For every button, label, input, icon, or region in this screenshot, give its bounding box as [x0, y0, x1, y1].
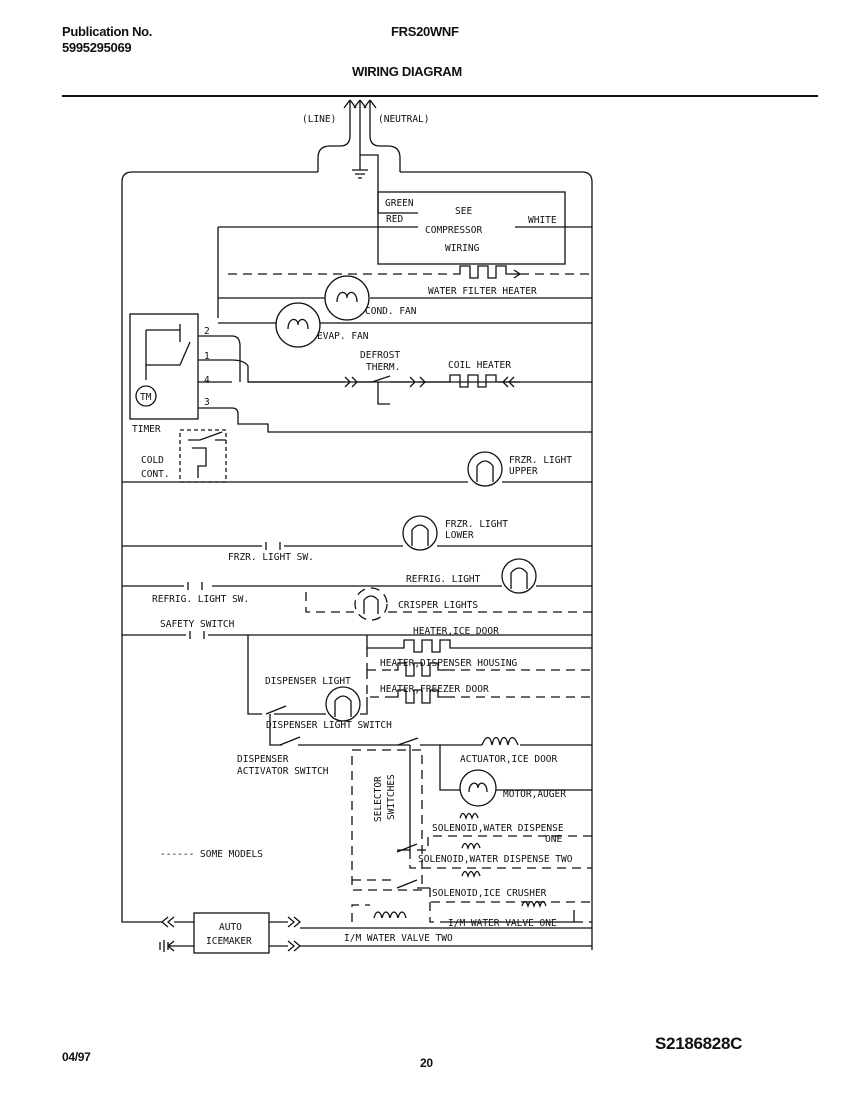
- im-water-valve-one-coil: [521, 900, 547, 909]
- water-filter-heater-coil: [455, 265, 520, 279]
- label-selector: SELECTOR: [373, 776, 384, 822]
- label-coil-heater: COIL HEATER: [448, 360, 511, 371]
- header-rule: [62, 95, 818, 97]
- label-line: (LINE): [302, 114, 336, 125]
- label-frzr-light-upper-2: UPPER: [509, 466, 538, 477]
- auto-icemaker: [159, 912, 302, 954]
- dispenser-light-switch: [265, 705, 287, 715]
- label-actuator-ice-door: ACTUATOR,ICE DOOR: [460, 754, 558, 765]
- heater-dispenser-housing-wire: [366, 648, 592, 671]
- heater-ice-door: [366, 635, 592, 653]
- page-number: 20: [420, 1056, 433, 1070]
- timer-terminal-1: 1: [204, 351, 210, 362]
- label-heater-dispenser-housing: HEATER,DISPENSER HOUSING: [380, 658, 518, 669]
- label-solenoid-ice-crusher: SOLENOID,ICE CRUSHER: [432, 888, 547, 899]
- timer-terminal-3: 3: [204, 397, 210, 408]
- label-activator-switch: ACTIVATOR SWITCH: [237, 766, 329, 777]
- label-switches: SWITCHES: [386, 774, 397, 820]
- label-refrig-light-sw: REFRIG. LIGHT SW.: [152, 594, 249, 605]
- label-heater-ice-door: HEATER,ICE DOOR: [413, 626, 499, 637]
- compressor-box: [217, 191, 592, 318]
- model-number: FRS20WNF: [391, 24, 459, 39]
- im-water-valve-two-coil: [373, 911, 407, 919]
- refrig-light-switch: [187, 582, 203, 590]
- label-water-filter-heater: WATER FILTER HEATER: [428, 286, 537, 297]
- solenoid-water-dispense-one: [459, 812, 479, 821]
- evap-fan-motor: [275, 302, 321, 348]
- timer-motor-label: TM: [140, 392, 152, 403]
- actuator-ice-door-coil: [481, 736, 519, 746]
- frzr-light-switch: [122, 542, 290, 550]
- cold-control: [179, 429, 227, 483]
- label-therm: THERM.: [366, 362, 400, 373]
- drawing-code: S2186828C: [655, 1034, 743, 1053]
- label-icemaker: ICEMAKER: [206, 936, 252, 947]
- line-bus: [121, 171, 318, 923]
- defrost-timer: [129, 313, 592, 433]
- label-red: RED: [386, 214, 403, 225]
- neutral-bus: [400, 171, 593, 950]
- heater-freezer-door-wire: [366, 670, 592, 698]
- label-frzr-light-lower-1: FRZR. LIGHT: [445, 519, 508, 530]
- label-green: GREEN: [385, 198, 414, 209]
- label-solenoid-water-dispense-one-1: SOLENOID,WATER DISPENSE: [432, 823, 564, 834]
- refrig-light-bulb: [501, 558, 537, 594]
- label-frzr-light-lower-2: LOWER: [445, 530, 474, 541]
- label-white: WHITE: [528, 215, 557, 226]
- label-some-models: ------ SOME MODELS: [160, 849, 263, 860]
- publication-label: Publication No.: [62, 24, 153, 39]
- frzr-light-upper-bulb: [467, 451, 503, 487]
- label-neutral: (NEUTRAL): [378, 114, 429, 125]
- frzr-light-lower-bulb: [402, 515, 438, 551]
- label-timer: TIMER: [132, 424, 161, 435]
- label-compressor: COMPRESSOR: [425, 225, 482, 236]
- label-solenoid-water-dispense-one-2: ONE: [545, 834, 562, 845]
- label-evap-fan: EVAP. FAN: [317, 331, 369, 342]
- footer-date: 04/97: [62, 1050, 91, 1064]
- dispenser-light-bulb: [325, 686, 361, 722]
- label-refrig-light: REFRIG. LIGHT: [406, 574, 481, 585]
- label-motor-auger: MOTOR,AUGER: [503, 789, 566, 800]
- timer-terminal-4: 4: [204, 375, 210, 386]
- label-frzr-light-sw: FRZR. LIGHT SW.: [228, 552, 314, 563]
- label-dispenser-light: DISPENSER LIGHT: [265, 676, 351, 687]
- solenoid-water-dispense-two: [461, 842, 481, 851]
- publication-number: 5995295069: [62, 40, 132, 55]
- label-defrost: DEFROST: [360, 350, 400, 361]
- label-frzr-light-upper-1: FRZR. LIGHT: [509, 455, 572, 466]
- timer-terminal-2: 2: [204, 326, 210, 337]
- label-cold: COLD: [141, 455, 164, 466]
- label-im-water-valve-two: I/M WATER VALVE TWO: [344, 933, 453, 944]
- label-crisper-lights: CRISPER LIGHTS: [398, 600, 478, 611]
- label-cont: CONT.: [141, 469, 170, 480]
- solenoid-ice-crusher: [461, 870, 481, 879]
- label-cond-fan: COND. FAN: [365, 306, 417, 317]
- safety-switch: [122, 631, 592, 639]
- label-see: SEE: [455, 206, 472, 217]
- label-dispenser: DISPENSER: [237, 754, 289, 765]
- cond-fan-motor: [324, 275, 370, 321]
- dispenser-activator-switch: [279, 736, 301, 746]
- selector-switches-box: [351, 749, 423, 891]
- label-im-water-valve-one: I/M WATER VALVE ONE: [448, 918, 557, 929]
- power-entry: [317, 99, 401, 213]
- crisper-lights-bulb: [354, 587, 388, 621]
- label-dispenser-light-switch: DISPENSER LIGHT SWITCH: [266, 720, 392, 731]
- label-heater-freezer-door: HEATER,FREEZER DOOR: [380, 684, 489, 695]
- label-solenoid-water-dispense-two: SOLENOID,WATER DISPENSE TWO: [418, 854, 573, 865]
- label-auto: AUTO: [219, 922, 242, 933]
- coil-heater: [446, 374, 497, 388]
- page-title: WIRING DIAGRAM: [352, 64, 462, 79]
- crisper-lights-wire: [305, 592, 592, 613]
- motor-auger: [459, 769, 497, 807]
- label-safety-switch: SAFETY SWITCH: [160, 619, 235, 630]
- label-wiring: WIRING: [445, 243, 480, 254]
